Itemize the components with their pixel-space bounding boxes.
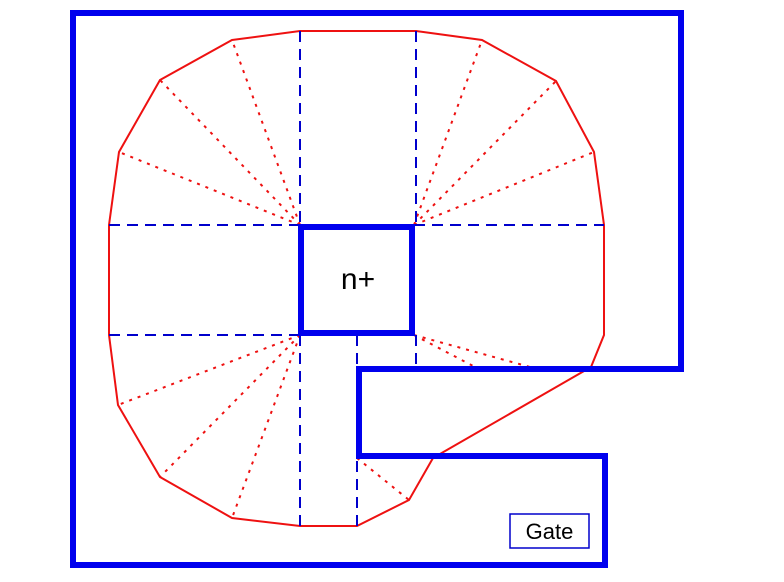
gate-label: Gate	[526, 519, 574, 544]
radial-line	[413, 334, 531, 368]
radial-line	[413, 151, 595, 226]
radial-line	[159, 79, 301, 226]
radial-line	[159, 334, 301, 478]
radial-line	[413, 80, 557, 226]
radial-line	[356, 457, 410, 501]
radial-line	[413, 334, 476, 368]
n-plus-label: n+	[341, 263, 375, 296]
n-plus-diffusion-box	[298, 224, 415, 336]
radial-line	[231, 334, 301, 519]
depletion-boundary	[108, 30, 605, 527]
gate-outline	[70, 10, 684, 568]
radial-line	[231, 39, 301, 226]
radial-line	[413, 39, 483, 226]
radial-dotted-lines	[117, 39, 595, 519]
gate-label-box	[509, 513, 590, 549]
radial-line	[117, 334, 301, 406]
radial-line	[118, 151, 301, 226]
